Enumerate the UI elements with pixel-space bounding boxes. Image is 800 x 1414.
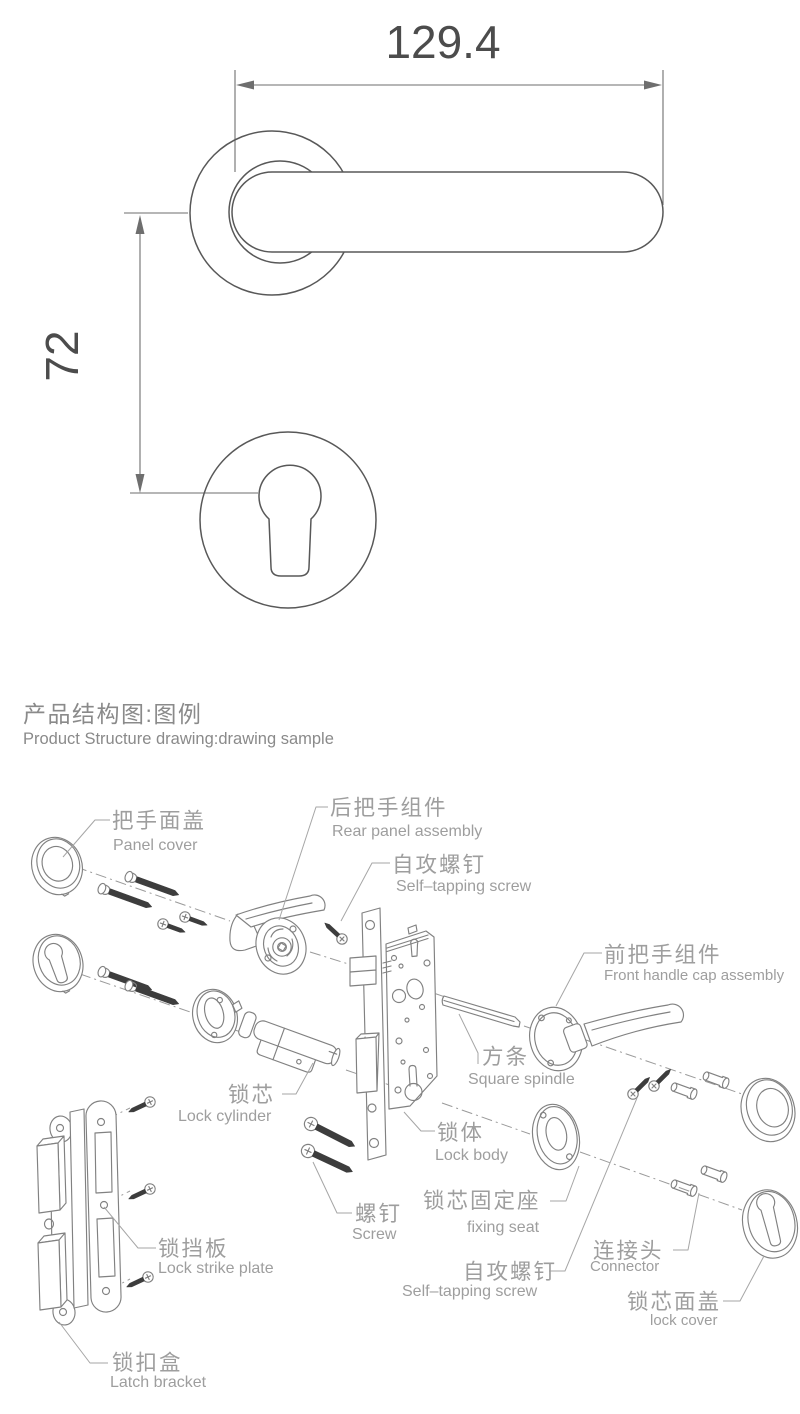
svg-text:连接头: 连接头: [593, 1239, 664, 1263]
svg-text:锁体: 锁体: [437, 1121, 484, 1145]
label-square-spindle: 方条 Square spindle: [458, 1013, 575, 1088]
label-self-tapping-screw-top: 自攻螺钉 Self–tapping screw: [340, 853, 532, 922]
label-panel-cover: 把手面盖 Panel cover: [62, 809, 206, 858]
panel-cover-right-part: [740, 1077, 796, 1143]
label-self-tapping-screw-bottom: 自攻螺钉 Self–tapping screw: [402, 1097, 638, 1300]
svg-text:方条: 方条: [482, 1045, 529, 1069]
label-connector: 连接头 Connector: [590, 1192, 700, 1275]
height-dimension-value: 72: [36, 330, 88, 381]
svg-text:把手面盖: 把手面盖: [112, 809, 206, 833]
label-rear-panel-assembly: 后把手组件 Rear panel assembly: [278, 796, 482, 921]
exploded-view: 把手面盖 Panel cover 后把手组件 Rear panel assemb…: [31, 796, 799, 1391]
lock-body-holes: [364, 919, 434, 1149]
label-front-handle-cap-assembly: 前把手组件 Front handle cap assembly: [555, 943, 785, 1007]
svg-text:Latch bracket: Latch bracket: [110, 1374, 207, 1391]
lock-screws: [298, 1114, 359, 1179]
strike-back-plate: [69, 1108, 89, 1309]
width-dimension-value: 129.4: [385, 16, 500, 68]
svg-text:Connector: Connector: [590, 1258, 659, 1275]
panel-cover-part: [31, 836, 83, 897]
label-screw: 螺钉 Screw: [312, 1161, 402, 1243]
svg-text:前把手组件: 前把手组件: [604, 943, 722, 967]
mounting-screws: [96, 869, 210, 1010]
square-spindle-part: [441, 995, 521, 1028]
svg-text:Self–tapping screw: Self–tapping screw: [402, 1283, 538, 1300]
label-latch-bracket: 锁扣盒 Latch bracket: [58, 1321, 207, 1391]
width-dimension-lines: [234, 70, 664, 205]
svg-text:锁挡板: 锁挡板: [158, 1237, 229, 1261]
section-title-zh: 产品结构图:图例: [23, 701, 202, 727]
label-lock-cylinder: 锁芯 Lock cylinder: [178, 1062, 314, 1125]
svg-text:Rear panel assembly: Rear panel assembly: [332, 823, 482, 840]
keyhole-cover-part: [32, 933, 84, 994]
strike-plate-group: [36, 1094, 158, 1326]
part-labels: 把手面盖 Panel cover 后把手组件 Rear panel assemb…: [58, 796, 785, 1391]
section-title-en: Product Structure drawing:drawing sample: [23, 730, 334, 748]
lock-body-part: [349, 907, 438, 1161]
lock-cover-part: [741, 1189, 799, 1259]
svg-text:Lock body: Lock body: [435, 1147, 508, 1164]
self-tapping-screw-top-part: [320, 918, 350, 947]
label-fixing-seat: 锁芯固定座 fixing seat: [423, 1165, 580, 1236]
cylinder-seat-part: [192, 988, 243, 1044]
latch-bracket-boxes: [36, 1135, 68, 1311]
lock-cylinder-part: [238, 1011, 341, 1073]
height-dimension-lines: 72: [36, 212, 258, 494]
svg-text:螺钉: 螺钉: [355, 1202, 402, 1226]
label-lock-strike-plate: 锁挡板 Lock strike plate: [103, 1206, 274, 1277]
svg-text:Self–tapping screw: Self–tapping screw: [396, 878, 532, 895]
svg-text:后把手组件: 后把手组件: [330, 796, 448, 820]
section-title: 产品结构图:图例 Product Structure drawing:drawi…: [23, 701, 334, 748]
front-handle-assembly-part: [529, 1003, 685, 1072]
svg-text:Panel cover: Panel cover: [113, 837, 198, 854]
self-tapping-screws-bottom: [625, 1065, 675, 1102]
dimension-drawing: 129.4 72: [36, 16, 664, 609]
svg-text:锁芯固定座: 锁芯固定座: [423, 1189, 541, 1213]
svg-text:fixing seat: fixing seat: [467, 1219, 540, 1236]
handle-top-view: [189, 130, 664, 296]
svg-text:自攻螺钉: 自攻螺钉: [463, 1260, 557, 1284]
svg-text:Lock strike plate: Lock strike plate: [158, 1260, 274, 1277]
label-lock-cover: 锁芯面盖 lock cover: [627, 1255, 765, 1329]
strike-plate: [85, 1100, 122, 1313]
svg-text:Front handle cap assembly: Front handle cap assembly: [604, 967, 785, 984]
strike-screws: [123, 1094, 158, 1293]
rear-handle-assembly-part: [229, 894, 326, 975]
svg-text:Lock cylinder: Lock cylinder: [178, 1108, 272, 1125]
label-lock-body: 锁体 Lock body: [403, 1111, 508, 1164]
connector-pins: [669, 1069, 731, 1198]
svg-text:Screw: Screw: [352, 1226, 397, 1243]
svg-text:锁芯面盖: 锁芯面盖: [627, 1290, 721, 1314]
svg-text:lock cover: lock cover: [650, 1312, 718, 1329]
svg-text:自攻螺钉: 自攻螺钉: [392, 853, 486, 877]
fixing-seat-part: [531, 1103, 581, 1171]
svg-text:锁芯: 锁芯: [228, 1083, 275, 1107]
svg-text:锁扣盒: 锁扣盒: [112, 1351, 183, 1375]
escutcheon-keyhole-view: [199, 431, 377, 609]
svg-text:Square spindle: Square spindle: [468, 1071, 575, 1088]
